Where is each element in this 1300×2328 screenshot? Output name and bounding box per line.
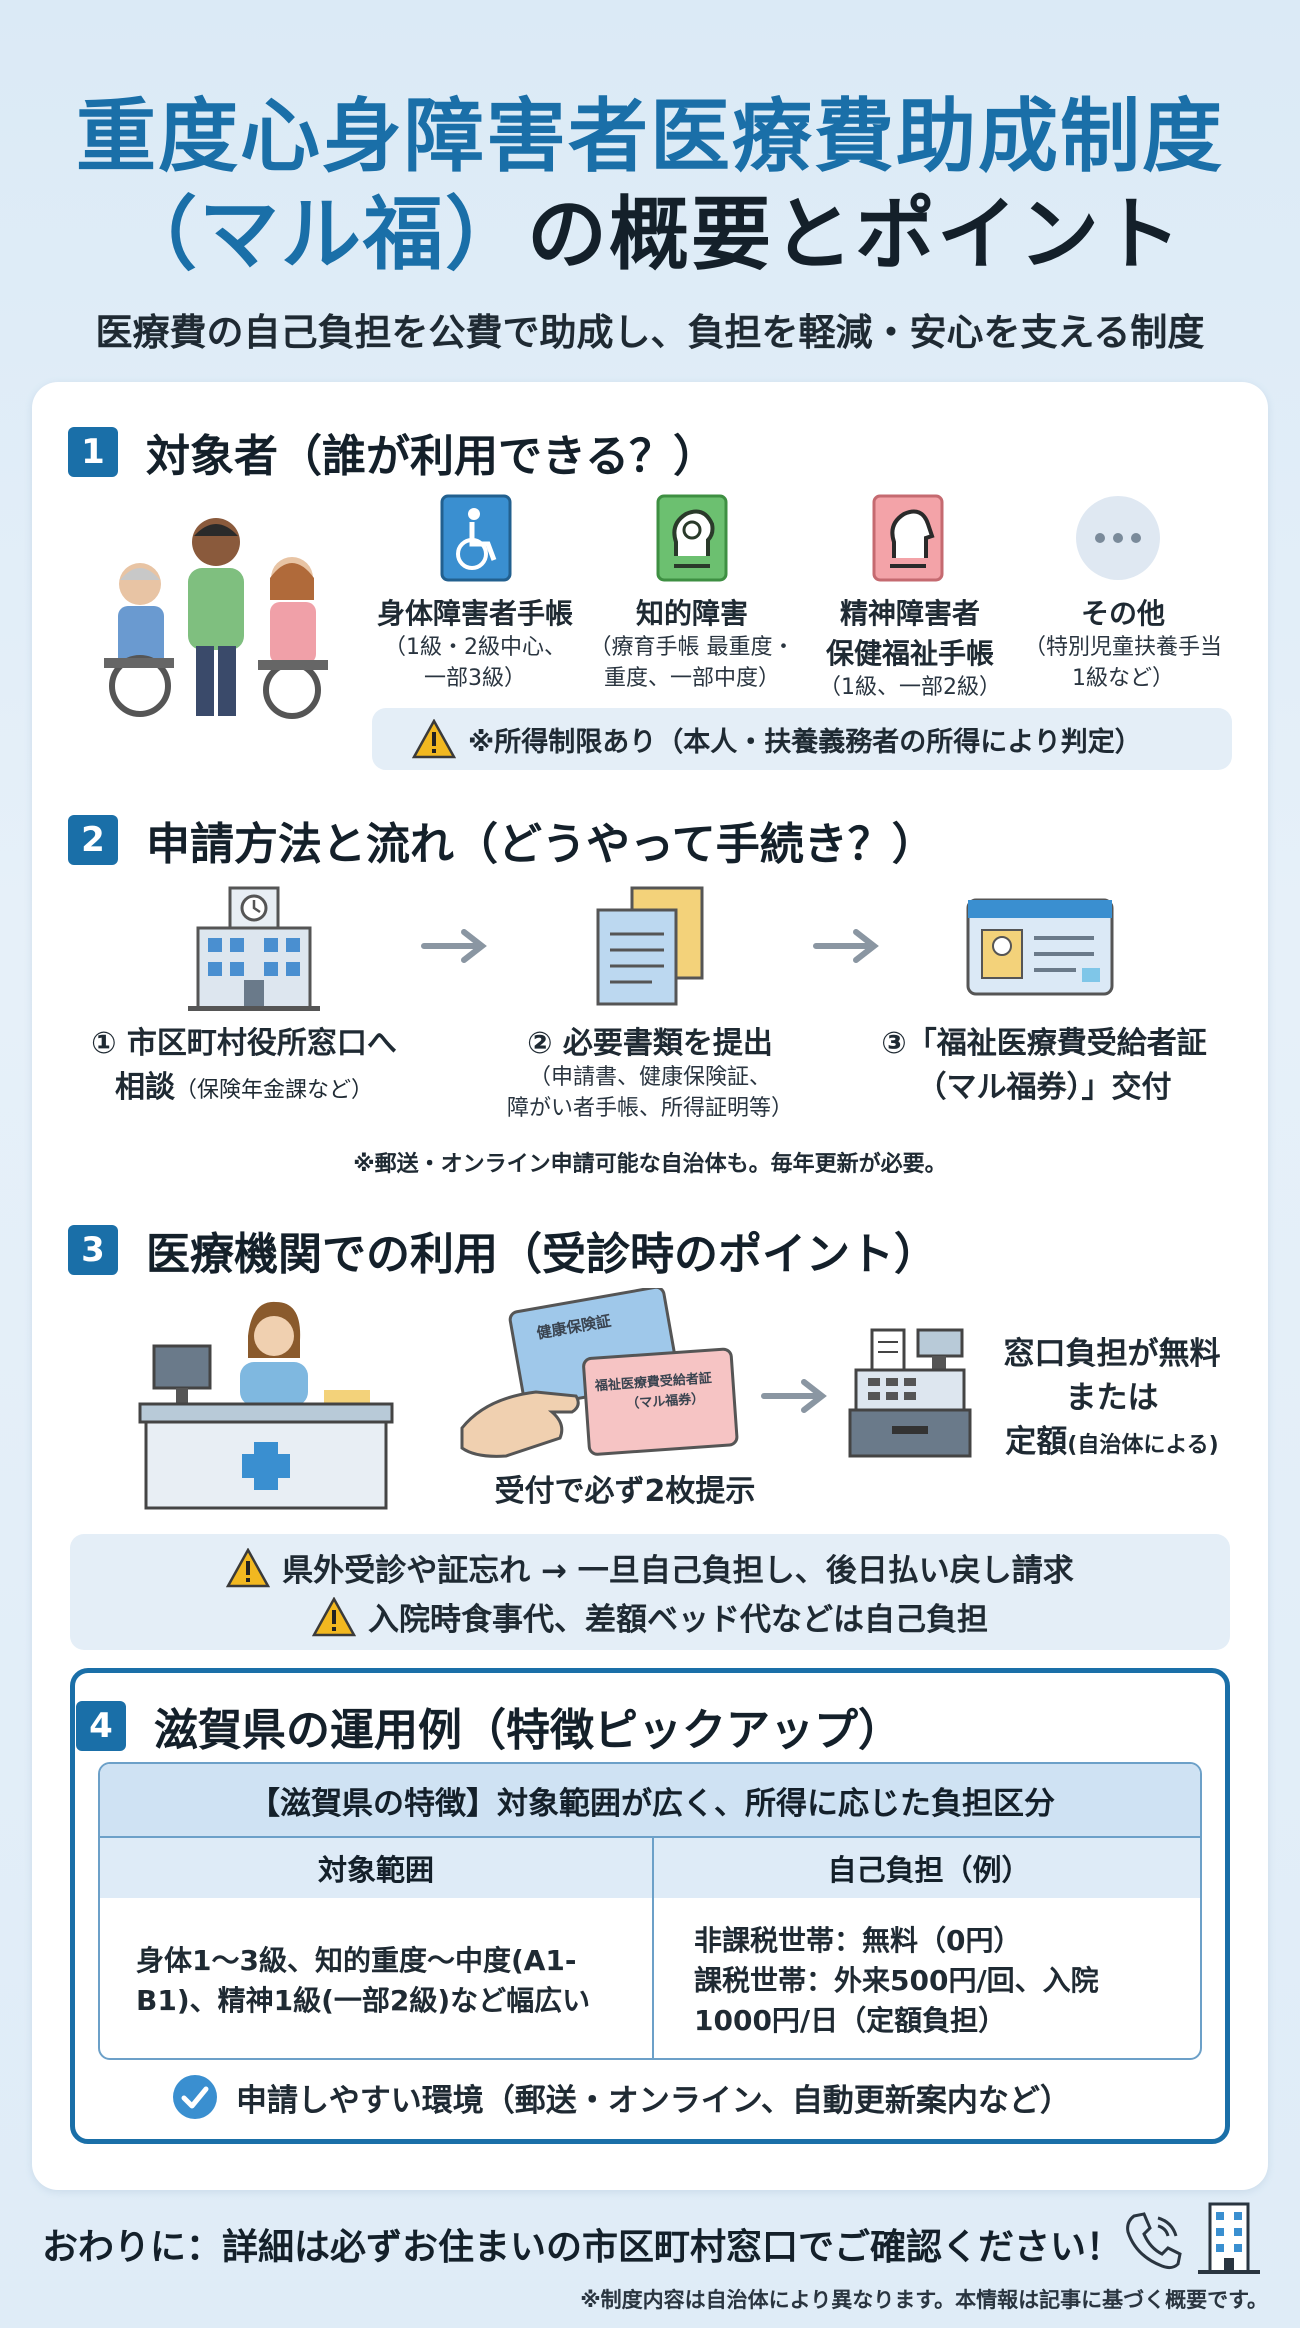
shiga-feature-table: 【滋賀県の特徴】対象範囲が広く、所得に応じた負担区分 対象範囲 自己負担（例） …	[98, 1762, 1202, 2060]
documents-icon	[596, 886, 704, 1006]
target-item-physical: 身体障害者手帳 （1級・2級中心、 一部3級）	[376, 597, 573, 691]
payment-result-text: 窓口負担が無料 または 定額(自治体による)	[1003, 1336, 1221, 1460]
title-highlight: （マル福）	[117, 188, 527, 281]
arrow-right-icon	[813, 929, 879, 963]
svg-text:（マル福券）: （マル福券）	[626, 1391, 705, 1412]
reception-desk-illustration	[138, 1301, 394, 1510]
usage-warnings: 県外受診や証忘れ → 一旦自己負担し、後日払い戻し請求 入院時食事代、差額ベッド…	[70, 1534, 1230, 1650]
page-subtitle: 医療費の自己負担を公費で助成し、負担を軽減・安心を支える制度	[95, 311, 1205, 354]
closing-message: おわりに：詳細は必ずお住まいの市区町村窓口でご確認ください！	[42, 2227, 1123, 2268]
target-item-mental: 精神障害者 保健福祉手帳 （1級、一部2級）	[819, 597, 1001, 700]
step1-text: ① 市区町村役所窓口へ 相談（保険年金課など）	[91, 1026, 397, 1105]
warning-icon	[226, 1547, 271, 1587]
application-note: ※郵送・オンライン申請可能な自治体も。毎年更新が必要。	[353, 1152, 947, 1177]
cards-in-hand-illustration: 健康保険証 福祉医療費受給者証 （マル福券）	[460, 1288, 739, 1458]
table-header-copay: 自己負担（例）	[654, 1836, 1200, 1898]
present-two-cards-label: 受付で必ず2枚提示	[494, 1474, 756, 1509]
brain-head-icon	[656, 494, 728, 582]
table-header-scope: 対象範囲	[100, 1836, 652, 1898]
section3-title: 医療機関での利用（受診時のポイント）	[146, 1229, 938, 1280]
table-cell-copay: 非課税世帯：無料（0円） 課税世帯：外来500円/回、入院 1000円/日（定額…	[694, 1924, 1099, 2037]
section4-header: 4 滋賀県の運用例（特徴ピックアップ）	[76, 1694, 902, 1758]
section3-header: 3 医療機関での利用（受診時のポイント）	[68, 1218, 938, 1282]
page-title-line1: 重度心身障害者医療費助成制度	[76, 90, 1224, 183]
check-circle-icon	[173, 2075, 217, 2119]
warning-icon	[312, 1596, 356, 1636]
office-building-icon	[1198, 2202, 1260, 2274]
step2-text: ② 必要書類を提出 （申請書、健康保険証、 障がい者手帳、所得証明等）	[506, 1026, 793, 1121]
people-wheelchair-illustration	[104, 518, 328, 719]
id-card-icon	[966, 898, 1114, 996]
section2-number: 2	[68, 815, 118, 865]
target-item-intellectual: 知的障害 （療育手帳 最重度・ 重度、一部中度）	[589, 597, 795, 691]
cash-register-icon	[848, 1328, 972, 1458]
city-hall-building-icon	[188, 886, 320, 1011]
target-item-other: その他 （特別児童扶養手当 1級など）	[1023, 597, 1222, 691]
section1-header: 1 対象者（誰が利用できる？）	[68, 420, 717, 484]
phone-icon	[1126, 2212, 1182, 2270]
step3-text: ③「福祉医療費受給者証 （マル福券）」交付	[881, 1026, 1207, 1105]
section2-title: 申請方法と流れ（どうやって手続き？）	[146, 819, 936, 870]
section4-box	[70, 1668, 1230, 2144]
warning-row: 県外受診や証忘れ → 一旦自己負担し、後日払い戻し請求	[226, 1545, 1074, 1590]
table-divider	[652, 1836, 654, 2058]
table-cell-scope: 身体1～3級、知的重度～中度(A1- B1)、精神1級(一部2級)など幅広い	[136, 1944, 591, 2017]
title-rest: の概要とポイント	[527, 188, 1183, 281]
disclaimer-note: ※制度内容は自治体により異なります。本情報は記事に基づく概要です。	[580, 2288, 1268, 2312]
section3-number: 3	[68, 1225, 118, 1275]
wheelchair-icon	[440, 494, 512, 582]
warning-icon	[412, 719, 456, 759]
more-dots-icon	[1076, 496, 1160, 580]
arrow-right-icon	[761, 1379, 827, 1413]
table-banner: 【滋賀県の特徴】対象範囲が広く、所得に応じた負担区分	[100, 1764, 1200, 1836]
page-title-line2: （マル福）の概要とポイント	[0, 170, 1300, 286]
income-limit-note: ※所得制限あり（本人・扶養義務者の所得により判定）	[372, 708, 1232, 770]
warning-row: 入院時食事代、差額ベッド代などは自己負担	[312, 1594, 988, 1639]
section4-number: 4	[76, 1701, 126, 1751]
arrow-right-icon	[421, 929, 487, 963]
section1-title: 対象者（誰が利用できる？）	[146, 431, 718, 482]
section2-header: 2 申請方法と流れ（どうやって手続き？）	[68, 808, 936, 872]
head-profile-icon	[872, 494, 944, 582]
section4-title: 滋賀県の運用例（特徴ピックアップ）	[154, 1705, 902, 1756]
easy-application-note: 申請しやすい環境（郵送・オンライン、自動更新案内など）	[172, 2074, 1071, 2120]
section1-number: 1	[68, 427, 118, 477]
